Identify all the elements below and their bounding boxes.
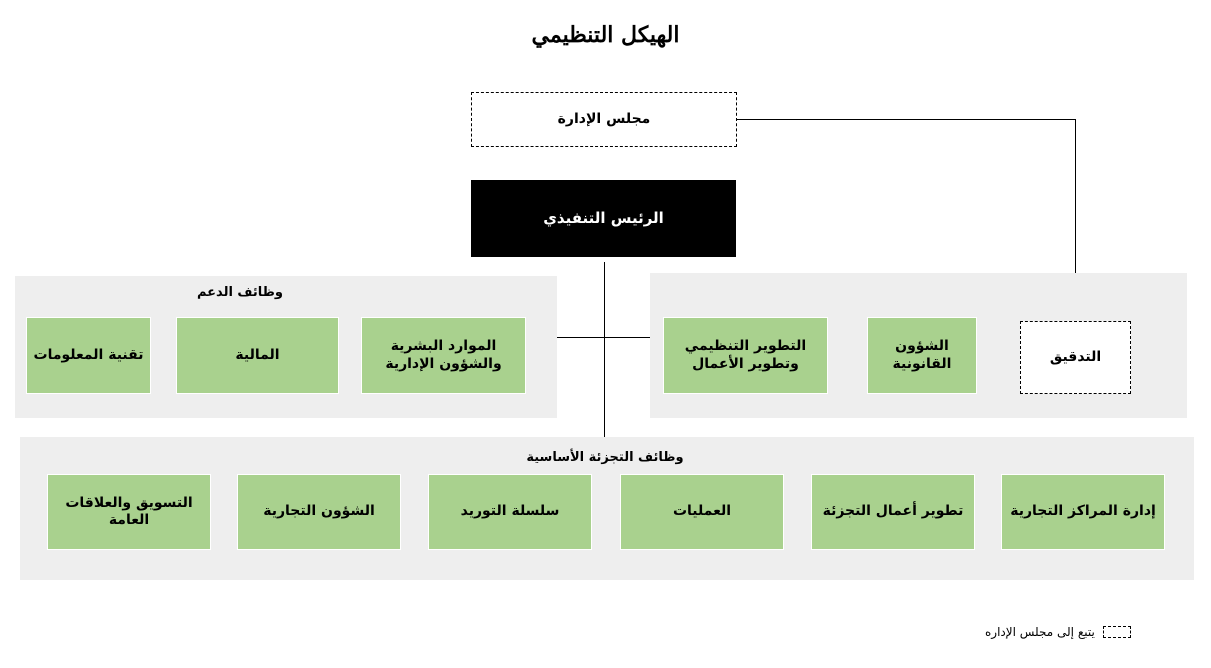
ceo-connector-v <box>604 262 605 437</box>
board-audit-connector-h <box>737 119 1076 120</box>
support-box-hr-label: الموارد البشرية والشؤون الإدارية <box>385 338 502 372</box>
core-box-malls: إدارة المراكز التجارية <box>1001 474 1165 550</box>
board-audit-connector-v <box>1075 119 1076 321</box>
gov-box-audit-label: التدقيق <box>1049 348 1102 365</box>
core-box-retail-dev-label: تطوير أعمال التجزئة <box>822 503 964 520</box>
board-box: مجلس الإدارة <box>471 92 737 147</box>
chart-title: الهيكل التنظيمي <box>531 22 680 48</box>
support-box-hr: الموارد البشرية والشؤون الإدارية <box>361 317 526 394</box>
core-panel-label: وظائف التجزئة الأساسية <box>526 450 684 465</box>
legend-dashed-swatch <box>1102 626 1131 638</box>
core-box-commercial: الشؤون التجارية <box>237 474 401 550</box>
core-box-retail-dev: تطوير أعمال التجزئة <box>811 474 975 550</box>
support-box-it: تقنية المعلومات <box>26 317 151 394</box>
ceo-box: الرئيس التنفيذي <box>471 180 736 257</box>
gov-box-orgdev: التطوير التنظيمي وتطوير الأعمال <box>663 317 828 394</box>
core-box-marketing-label: التسويق والعلاقات العامة <box>65 494 193 529</box>
core-panel <box>20 437 1194 580</box>
core-box-marketing: التسويق والعلاقات العامة <box>47 474 211 550</box>
core-box-commercial-label: الشؤون التجارية <box>263 503 375 520</box>
core-box-operations-label: العمليات <box>672 503 732 520</box>
ceo-connector-h <box>557 337 650 338</box>
ceo-label: الرئيس التنفيذي <box>543 209 664 228</box>
core-box-malls-label: إدارة المراكز التجارية <box>1010 503 1156 520</box>
legend: يتبع إلى مجلس الإداره <box>985 625 1131 639</box>
core-box-supply-chain-label: سلسلة التوريد <box>460 503 560 520</box>
support-panel-label: وظائف الدعم <box>196 285 284 300</box>
gov-box-orgdev-label: التطوير التنظيمي وتطوير الأعمال <box>684 338 807 372</box>
support-box-finance-label: المالية <box>235 346 280 363</box>
support-box-it-label: تقنية المعلومات <box>33 346 144 363</box>
core-box-supply-chain: سلسلة التوريد <box>428 474 592 550</box>
core-box-operations: العمليات <box>620 474 784 550</box>
legend-text: يتبع إلى مجلس الإداره <box>985 625 1095 639</box>
board-label: مجلس الإدارة <box>557 110 651 127</box>
support-box-finance: المالية <box>176 317 339 394</box>
gov-box-legal: الشؤون القانونية <box>867 317 977 394</box>
gov-box-audit: التدقيق <box>1020 321 1131 394</box>
gov-box-legal-label: الشؤون القانونية <box>892 338 952 372</box>
